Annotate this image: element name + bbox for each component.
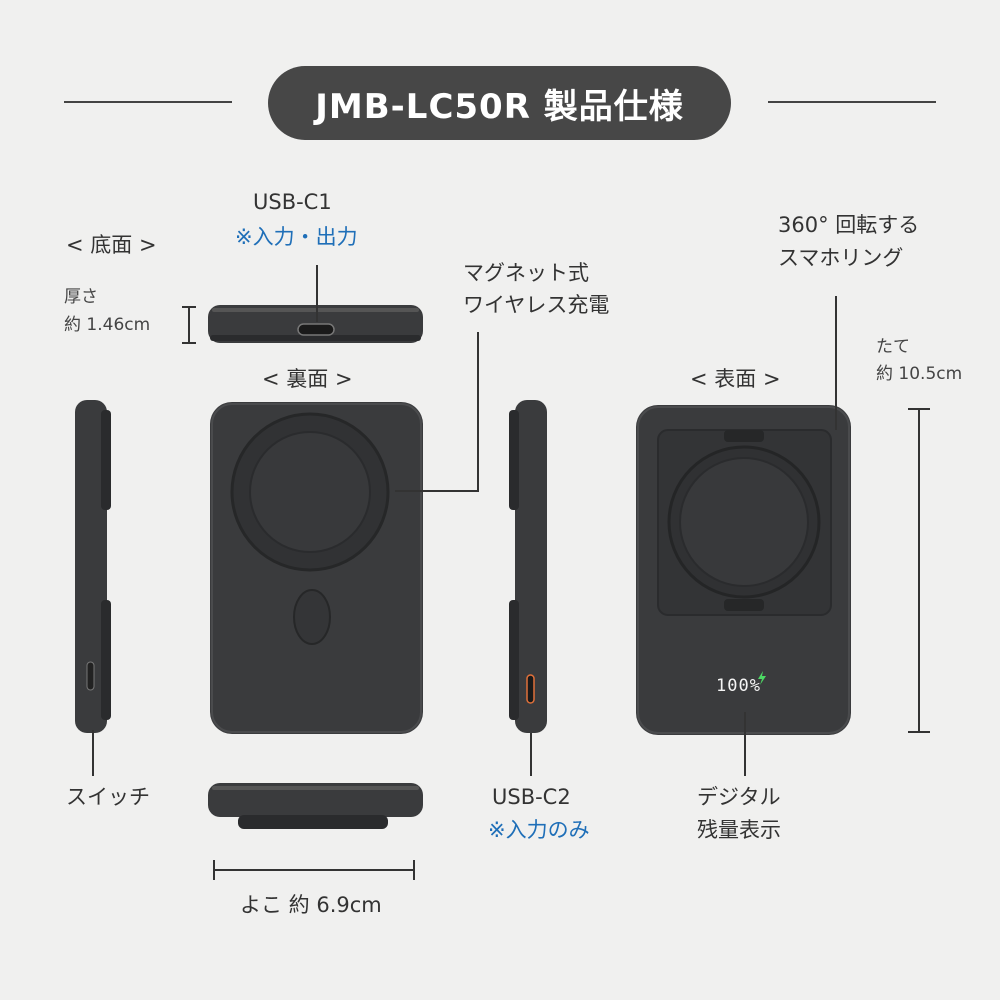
bottom-view-label: < 底面 >: [66, 233, 157, 257]
usb-c2-note: ※入力のみ: [488, 818, 590, 842]
usb-c2-leader: [530, 733, 532, 776]
title-rule-right: [768, 101, 936, 103]
right-side-view: [509, 400, 547, 733]
page-title: JMB-LC50R 製品仕様: [268, 66, 731, 140]
front-view-device: [636, 405, 851, 735]
charging-bolt-icon: [758, 671, 766, 685]
height-cap-top: [908, 408, 930, 410]
switch-leader: [92, 730, 94, 776]
width-cap-left: [213, 860, 215, 880]
width-cap-right: [413, 860, 415, 880]
usb-c1-note: ※入力・出力: [235, 225, 358, 249]
thickness-label-line2: 約 1.46cm: [64, 315, 151, 335]
thickness-cap-top: [182, 306, 196, 308]
top-edge-view: [208, 783, 423, 829]
back-view-label: < 裏面 >: [262, 367, 353, 391]
ring-leader: [835, 296, 837, 430]
thickness-cap-bottom: [182, 342, 196, 344]
magnet-label-line1: マグネット式: [463, 261, 589, 285]
width-label: よこ 約 6.9cm: [240, 893, 382, 917]
battery-level-readout: 100%: [716, 676, 761, 696]
display-label-line1: デジタル: [697, 785, 781, 809]
usb-c2-label: USB-C2: [492, 785, 571, 809]
title-rule-left: [64, 101, 232, 103]
magnet-leader-vertical: [477, 332, 479, 492]
ring-label-line2: スマホリング: [778, 246, 904, 270]
usb-c1-leader: [316, 265, 318, 322]
ring-label-line1: 360° 回転する: [778, 213, 920, 237]
thickness-label-line1: 厚さ: [64, 287, 98, 307]
display-leader: [744, 712, 746, 776]
left-side-view: [75, 400, 111, 733]
bottom-edge-view: [208, 305, 423, 343]
height-dimension-line: [918, 408, 920, 733]
front-view-label: < 表面 >: [690, 367, 781, 391]
magnet-label-line2: ワイヤレス充電: [463, 293, 610, 317]
magnet-leader-horizontal: [395, 490, 479, 492]
back-view-device: [210, 402, 423, 734]
height-label-line1: たて: [876, 337, 910, 357]
thickness-dimension-line: [188, 306, 190, 344]
usb-c1-label: USB-C1: [253, 190, 332, 214]
display-label-line2: 残量表示: [697, 818, 781, 842]
height-label-line2: 約 10.5cm: [876, 364, 963, 384]
height-cap-bottom: [908, 731, 930, 733]
width-dimension-line: [213, 869, 415, 871]
switch-label: スイッチ: [66, 785, 150, 809]
